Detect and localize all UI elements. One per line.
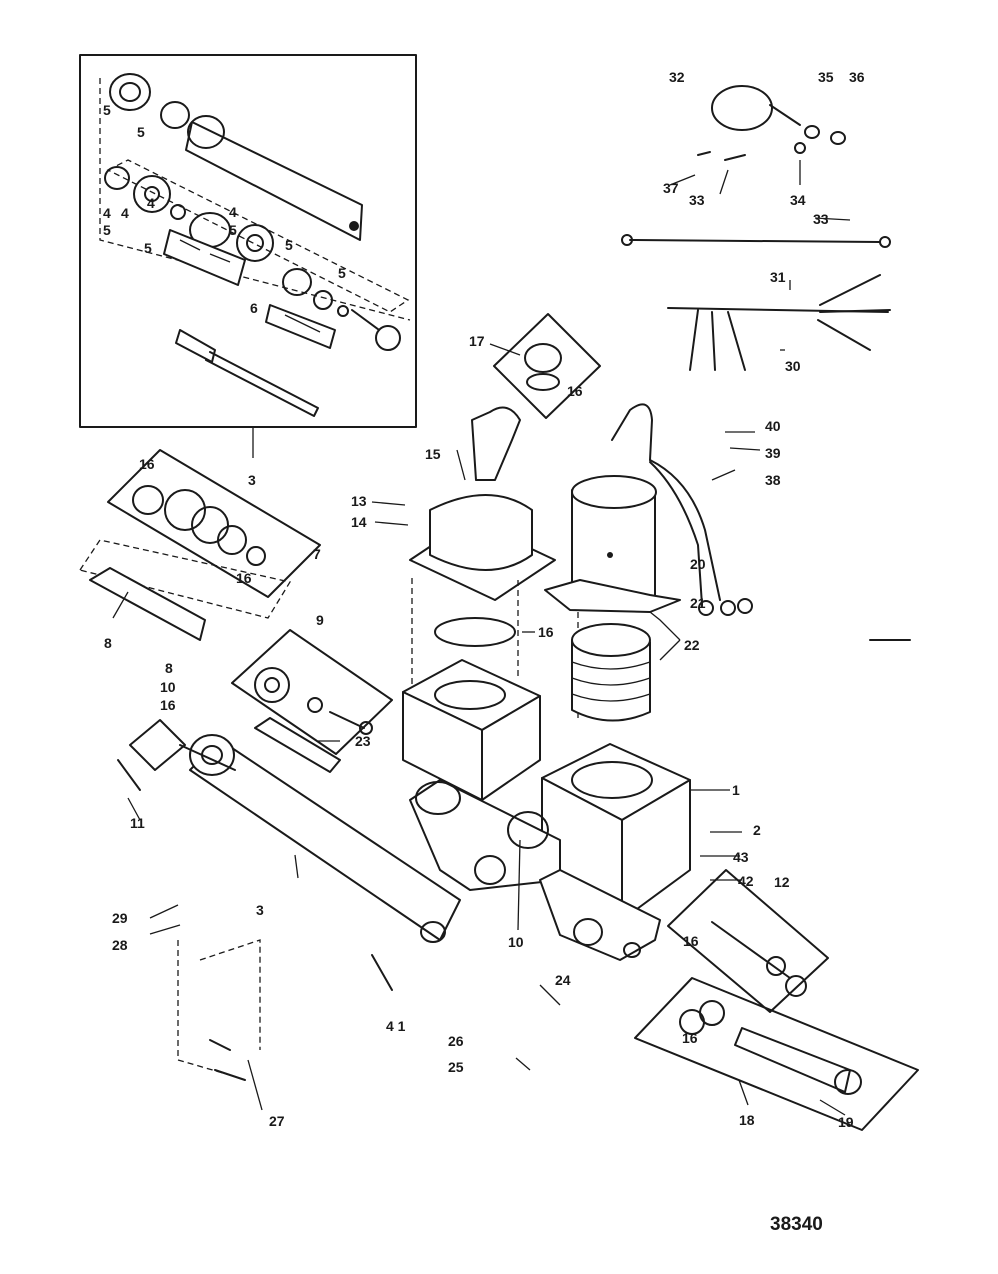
callout-10: 10 bbox=[508, 934, 524, 950]
callout-9: 9 bbox=[316, 612, 324, 628]
callout-23: 23 bbox=[355, 733, 371, 749]
callout-40: 40 bbox=[765, 418, 781, 434]
callout-10: 10 bbox=[160, 679, 176, 695]
callout-11: 11 bbox=[130, 815, 145, 831]
callout-12: 12 bbox=[774, 874, 790, 890]
item-7-kit-box bbox=[78, 449, 321, 619]
item-17-kit-box bbox=[493, 313, 601, 419]
callout-4: 4 bbox=[147, 195, 155, 211]
callout-33: 33 bbox=[689, 192, 705, 208]
callout-4: 4 bbox=[103, 205, 111, 221]
callout-14: 14 bbox=[351, 514, 367, 530]
callout-2: 2 bbox=[753, 822, 761, 838]
callout-16: 16 bbox=[160, 697, 176, 713]
callout-28: 28 bbox=[112, 937, 128, 953]
callout-5: 5 bbox=[285, 237, 293, 253]
item-18-kit-box bbox=[634, 977, 919, 1131]
callout-16: 16 bbox=[538, 624, 554, 640]
callout-21: 21 bbox=[690, 595, 706, 611]
bracket-outline bbox=[177, 939, 261, 1081]
pump-motor bbox=[544, 403, 753, 722]
callout-5: 5 bbox=[338, 265, 346, 281]
callout-36: 36 bbox=[849, 69, 865, 85]
callout-24: 24 bbox=[555, 972, 571, 988]
callout-25: 25 bbox=[448, 1059, 464, 1075]
callout-3: 3 bbox=[248, 472, 256, 488]
callout-16: 16 bbox=[139, 456, 155, 472]
solenoid-and-harness bbox=[621, 85, 911, 641]
callout-42: 42 bbox=[738, 873, 754, 889]
callout-35: 35 bbox=[818, 69, 834, 85]
callout-29: 29 bbox=[112, 910, 128, 926]
callout-4: 4 bbox=[121, 205, 129, 221]
callout-8: 8 bbox=[104, 635, 112, 651]
callout-33: 33 bbox=[813, 211, 829, 227]
callout-34: 34 bbox=[790, 192, 806, 208]
callout-37: 37 bbox=[663, 180, 679, 196]
callout-38: 38 bbox=[765, 472, 781, 488]
callout-1: 1 bbox=[732, 782, 740, 798]
callout-39: 39 bbox=[765, 445, 781, 461]
callout-16: 16 bbox=[683, 933, 699, 949]
callout-30: 30 bbox=[785, 358, 801, 374]
item-9-kit-box bbox=[231, 629, 393, 755]
callout-labels: 1 2 3 3 4 4 4 4 5 5 5 5 5 5 5 6 7 8 8 9 … bbox=[103, 69, 865, 1235]
callout-5: 5 bbox=[144, 240, 152, 256]
callout-5: 5 bbox=[103, 102, 111, 118]
callout-5: 5 bbox=[103, 222, 111, 238]
callout-43: 43 bbox=[733, 849, 749, 865]
callout-17: 17 bbox=[469, 333, 485, 349]
callout-6: 6 bbox=[250, 300, 258, 316]
callout-18: 18 bbox=[739, 1112, 755, 1128]
callout-7: 7 bbox=[313, 546, 321, 562]
callout-16: 16 bbox=[567, 383, 583, 399]
callout-16: 16 bbox=[682, 1030, 698, 1046]
callout-15: 15 bbox=[425, 446, 441, 462]
callout-4: 4 bbox=[229, 204, 237, 220]
callout-31: 31 bbox=[770, 269, 786, 285]
pump-body bbox=[402, 406, 691, 961]
seal-kit-box bbox=[79, 54, 417, 428]
callout-27: 27 bbox=[269, 1113, 285, 1129]
callout-leaders bbox=[112, 160, 851, 1116]
trim-cylinder bbox=[89, 567, 461, 991]
callout-20: 20 bbox=[690, 556, 706, 572]
callout-8: 8 bbox=[165, 660, 173, 676]
figure-number: 38340 bbox=[770, 1214, 823, 1235]
callout-19: 19 bbox=[838, 1114, 854, 1130]
callout-32: 32 bbox=[669, 69, 685, 85]
callout-5: 5 bbox=[137, 124, 145, 140]
callout-16: 16 bbox=[236, 570, 252, 586]
callout-22: 22 bbox=[684, 637, 700, 653]
callout-3: 3 bbox=[256, 902, 264, 918]
callout-13: 13 bbox=[351, 493, 367, 509]
callout-5: 5 bbox=[229, 222, 237, 238]
callout-26: 26 bbox=[448, 1033, 464, 1049]
callout-41: 4 1 bbox=[386, 1018, 406, 1034]
item-12-kit-box bbox=[667, 869, 829, 1013]
